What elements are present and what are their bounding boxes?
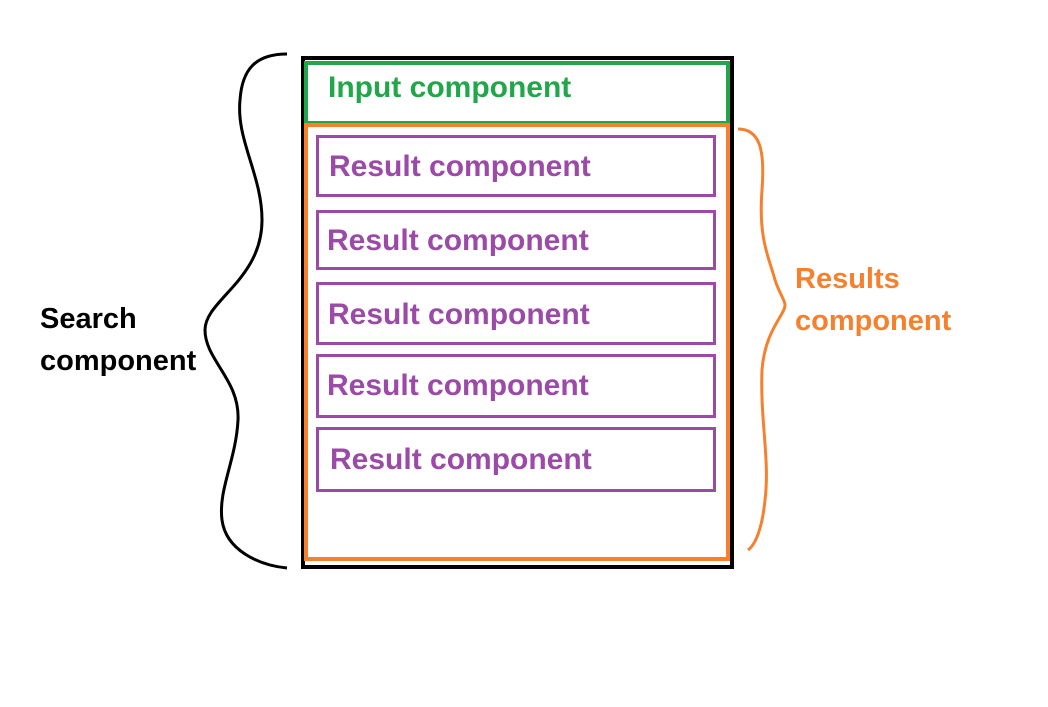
- results-label-line2: component: [795, 305, 952, 337]
- result-component-label: Result component: [327, 369, 589, 402]
- result-component-box: [316, 210, 716, 270]
- results-brace: [737, 127, 787, 552]
- search-label-line1: Search: [40, 303, 137, 335]
- search-brace: [203, 52, 288, 570]
- result-component-box: [316, 354, 716, 418]
- result-component-box: [316, 427, 716, 492]
- result-component-label: Result component: [328, 298, 590, 331]
- input-component-label: Input component: [328, 71, 572, 104]
- results-label-line1: Results: [795, 263, 900, 295]
- result-component-box: [316, 282, 716, 345]
- result-component-box: [316, 135, 716, 197]
- result-component-label: Result component: [327, 224, 589, 257]
- result-component-label: Result component: [329, 150, 591, 183]
- search-label-line2: component: [40, 345, 197, 377]
- results-component-label: Results component: [795, 258, 951, 342]
- result-component-label: Result component: [330, 443, 592, 476]
- search-component-label: Search component: [40, 298, 196, 382]
- search-component-box: [301, 56, 734, 569]
- results-component-box: [304, 123, 730, 561]
